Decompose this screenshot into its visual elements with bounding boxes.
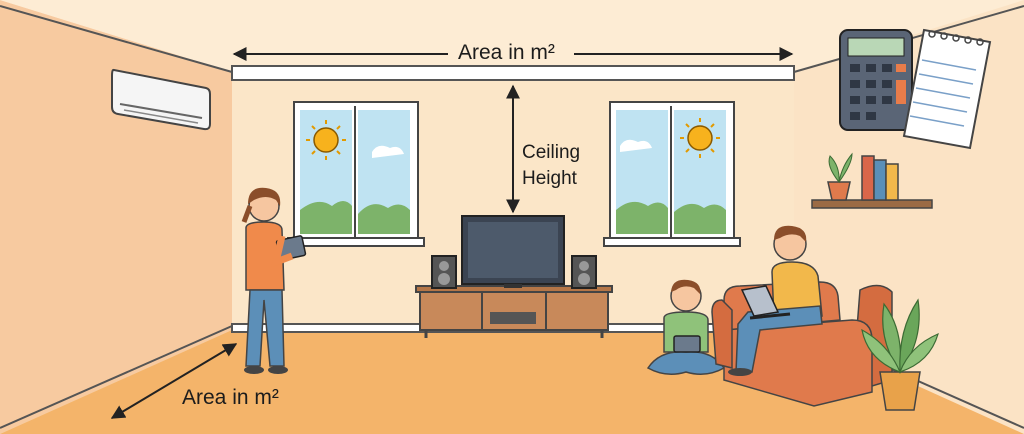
area-floor-label: Area in m² [182, 386, 279, 409]
ceiling-label-line2: Height [522, 168, 577, 189]
air-conditioner-icon [111, 68, 211, 131]
speaker-icon [431, 255, 457, 289]
window-left [287, 101, 425, 247]
plant-icon [827, 152, 853, 201]
area-floor-arrow [110, 343, 238, 419]
notepad-icon [902, 28, 992, 150]
boy-figure [646, 279, 726, 375]
tv-console [415, 285, 613, 338]
area-top-label: Area in m² [458, 41, 555, 64]
man-figure [728, 225, 823, 376]
laptop-icon [740, 285, 791, 320]
wall-shelf [811, 199, 933, 209]
sun-icon [306, 120, 346, 160]
sun-icon [680, 118, 720, 158]
woman-figure [241, 187, 307, 374]
window-right [603, 101, 741, 247]
tv-icon [461, 215, 565, 288]
ceiling-label-line1: Ceiling [522, 142, 581, 163]
books-icon [861, 155, 899, 201]
plant-icon [861, 298, 939, 411]
tablet-icon [673, 335, 701, 353]
calculator-icon [839, 29, 913, 131]
speaker-icon [571, 255, 597, 289]
